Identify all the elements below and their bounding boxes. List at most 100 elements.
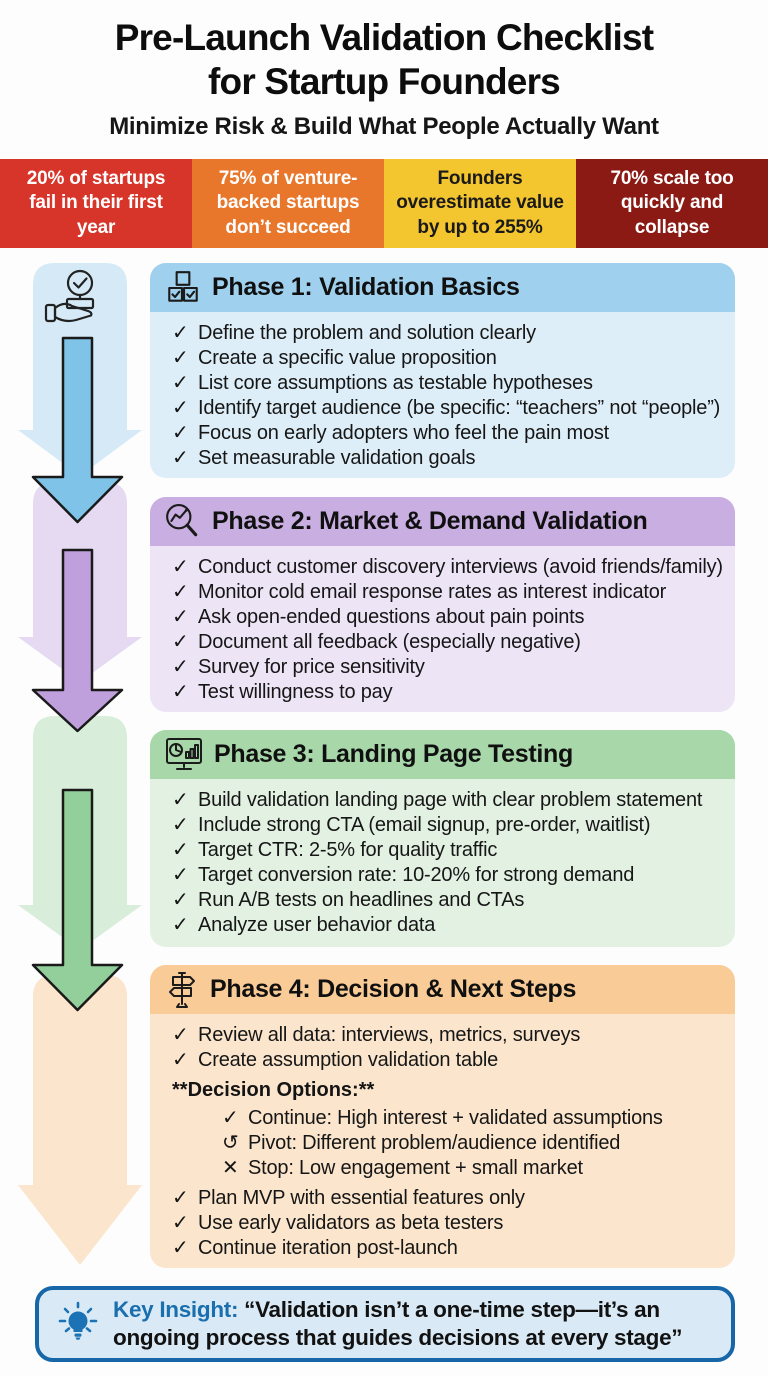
checklist-item: ✓ Survey for price sensitivity xyxy=(172,655,725,680)
checklist-item: ✓Set measurable validation goals xyxy=(172,446,725,471)
check-icon: ✓ xyxy=(172,839,189,861)
checklist-item-text: Target CTR: 2-5% for quality traffic xyxy=(198,839,498,861)
checklist-item-text: Build validation landing page with clear… xyxy=(198,789,703,811)
checklist-item: ✓ Create assumption validation table xyxy=(172,1048,725,1073)
phase3-card: Phase 3: Landing Page Testing ✓ Build val… xyxy=(150,730,735,947)
decision-option-text: Continue: High interest + validated assu… xyxy=(248,1107,663,1129)
phase4-title: Phase 4: Decision & Next Steps xyxy=(210,975,577,1003)
check-icon: ✓ xyxy=(172,864,189,886)
stat-startups-fail: 20% of startups fail in their first year xyxy=(0,159,192,248)
page-title-line1: Pre-Launch Validation Checklist xyxy=(114,17,654,58)
checklist-item: ✓ Ask open-ended questions about pain poi… xyxy=(172,605,725,630)
checklist-item: ✓Document all feedback (especially negat… xyxy=(172,630,725,655)
phase2-body: ✓ Conduct customer discovery interviews (… xyxy=(150,546,735,712)
check-icon: ✓ xyxy=(172,1212,189,1234)
checklist-item: ✓ Conduct customer discovery interviews (… xyxy=(172,555,725,580)
checklist-item-text: Continue iteration post-launch xyxy=(198,1237,458,1259)
checklist-item-text: Ask open-ended questions about pain poin… xyxy=(198,606,585,628)
phase1-arrow xyxy=(31,336,124,524)
phase2-card: Phase 2: Market & Demand Validation ✓ Con… xyxy=(150,497,735,712)
check-icon: ✓ xyxy=(172,1024,189,1046)
checklist-item-text: Conduct customer discovery interviews (a… xyxy=(198,556,723,578)
key-insight-quote: “Validation isn’t a one-time step—it’s a… xyxy=(113,1297,683,1350)
checklist-item: ✓ Target conversion rate: 10-20% for stro… xyxy=(172,863,725,888)
phase3-header: Phase 3: Landing Page Testing xyxy=(150,730,735,779)
key-insight-label: Key Insight: xyxy=(113,1297,239,1322)
checklist-item-text: Analyze user behavior data xyxy=(198,914,436,936)
checklist-item: ✓List core assumptions as testable hypot… xyxy=(172,371,725,396)
blocks-icon xyxy=(164,269,202,307)
checklist-item: ✓ Analyze user behavior data xyxy=(172,913,725,938)
stat-scale-collapse: 70% scale too quickly and collapse xyxy=(576,159,768,248)
phase1-title: Phase 1: Validation Basics xyxy=(212,273,520,301)
checklist-item: ✓ Target CTR: 2-5% for quality traffic xyxy=(172,838,725,863)
key-insight-text: Key Insight: “Validation isn’t a one-tim… xyxy=(113,1296,715,1352)
key-insight-box: Key Insight: “Validation isn’t a one-tim… xyxy=(35,1286,735,1362)
phase4-body: ✓Review all data: interviews, metrics, s… xyxy=(150,1014,735,1268)
monitor-chart-icon xyxy=(164,737,204,773)
check-icon: ✓ xyxy=(172,1187,189,1209)
decision-option-pivot: ↺Pivot: Different problem/audience ident… xyxy=(222,1131,725,1156)
page-title: Pre-Launch Validation Checklist for Star… xyxy=(0,16,768,104)
checklist-item-text: Set measurable validation goals xyxy=(198,447,476,469)
check-icon: ✓ xyxy=(172,914,189,936)
checklist-item: ✓Define the problem and solution clearly xyxy=(172,321,725,346)
decision-option-stop: ✕Stop: Low engagement + small market xyxy=(222,1156,725,1181)
checklist-item-text: List core assumptions as testable hypoth… xyxy=(198,372,593,394)
checklist-item-text: Create assumption validation table xyxy=(198,1049,499,1071)
check-icon: ✓ xyxy=(172,656,189,678)
checklist-item: ✓ Identify target audience (be specific: … xyxy=(172,396,725,421)
checklist-item-text: Run A/B tests on headlines and CTAs xyxy=(198,889,525,911)
check-icon: ✓ xyxy=(172,347,189,369)
checklist-item: ✓ Use early validators as beta testers xyxy=(172,1211,725,1236)
checklist-item-text: Use early validators as beta testers xyxy=(198,1212,504,1234)
stat-overestimate: Founders overestimate value by up to 255… xyxy=(384,159,576,248)
checklist-item-text: Monitor cold email response rates as int… xyxy=(198,581,667,603)
checklist-item-text: Survey for price sensitivity xyxy=(198,656,425,678)
check-icon: ✓ xyxy=(172,1237,189,1259)
checklist-item-text: Include strong CTA (email signup, pre-or… xyxy=(198,814,651,836)
decision-options-heading: **Decision Options:** xyxy=(172,1079,375,1101)
phase1-body: ✓Define the problem and solution clearly… xyxy=(150,312,735,478)
phase1-card: Phase 1: Validation Basics ✓Define the p… xyxy=(150,263,735,478)
page-title-line2: for Startup Founders xyxy=(208,61,561,102)
phase3-arrow xyxy=(31,788,124,1012)
check-icon: ✓ xyxy=(172,1049,189,1071)
check-icon: ✓ xyxy=(172,581,189,603)
checklist-item: ✓Review all data: interviews, metrics, s… xyxy=(172,1023,725,1048)
checklist-item-text: Plan MVP with essential features only xyxy=(198,1187,525,1209)
phase2-header: Phase 2: Market & Demand Validation xyxy=(150,497,735,546)
phase3-title: Phase 3: Landing Page Testing xyxy=(214,740,573,768)
decision-option-continue: ✓ Continue: High interest + validated ass… xyxy=(222,1106,725,1131)
checklist-item-text: Focus on early adopters who feel the pai… xyxy=(198,422,610,444)
page-subtitle: Minimize Risk & Build What People Actual… xyxy=(109,113,659,140)
phase2-title: Phase 2: Market & Demand Validation xyxy=(212,507,648,535)
check-icon: ✓ xyxy=(172,681,189,703)
check-icon: ✓ xyxy=(172,397,189,419)
check-icon: ✓ xyxy=(172,814,189,836)
phase2-arrow xyxy=(31,548,124,733)
check-icon: ✓ xyxy=(172,631,189,653)
check-icon: ✓ xyxy=(172,422,189,444)
decision-option-text: Pivot: Different problem/audience identi… xyxy=(248,1132,621,1154)
phase4-header: Phase 4: Decision & Next Steps xyxy=(150,965,735,1014)
checklist-item-text: Define the problem and solution clearly xyxy=(198,322,536,344)
check-icon: ✓ xyxy=(172,556,189,578)
check-icon: ✓ xyxy=(172,789,189,811)
check-icon: ✓ xyxy=(222,1107,239,1129)
checklist-item-text: Create a specific value proposition xyxy=(198,347,497,369)
check-icon: ✓ xyxy=(172,606,189,628)
checklist-item: ✓ Include strong CTA (email signup, pre-o… xyxy=(172,813,725,838)
checklist-item-text: Identify target audience (be specific: “… xyxy=(198,397,721,419)
checklist-item: ✓ Create a specific value proposition xyxy=(172,346,725,371)
phase1-header: Phase 1: Validation Basics xyxy=(150,263,735,312)
stat-bar: 20% of startups fail in their first year… xyxy=(0,159,768,248)
checklist-item: ✓ Focus on early adopters who feel the pa… xyxy=(172,421,725,446)
check-icon: ✓ xyxy=(172,889,189,911)
stop-icon: ✕ xyxy=(222,1157,239,1179)
checklist-item-text: Target conversion rate: 10-20% for stron… xyxy=(198,864,635,886)
lightbulb-icon xyxy=(55,1299,101,1350)
checklist-item: ✓ Run A/B tests on headlines and CTAs xyxy=(172,888,725,913)
checklist-item: ✓ Plan MVP with essential features only xyxy=(172,1186,725,1211)
